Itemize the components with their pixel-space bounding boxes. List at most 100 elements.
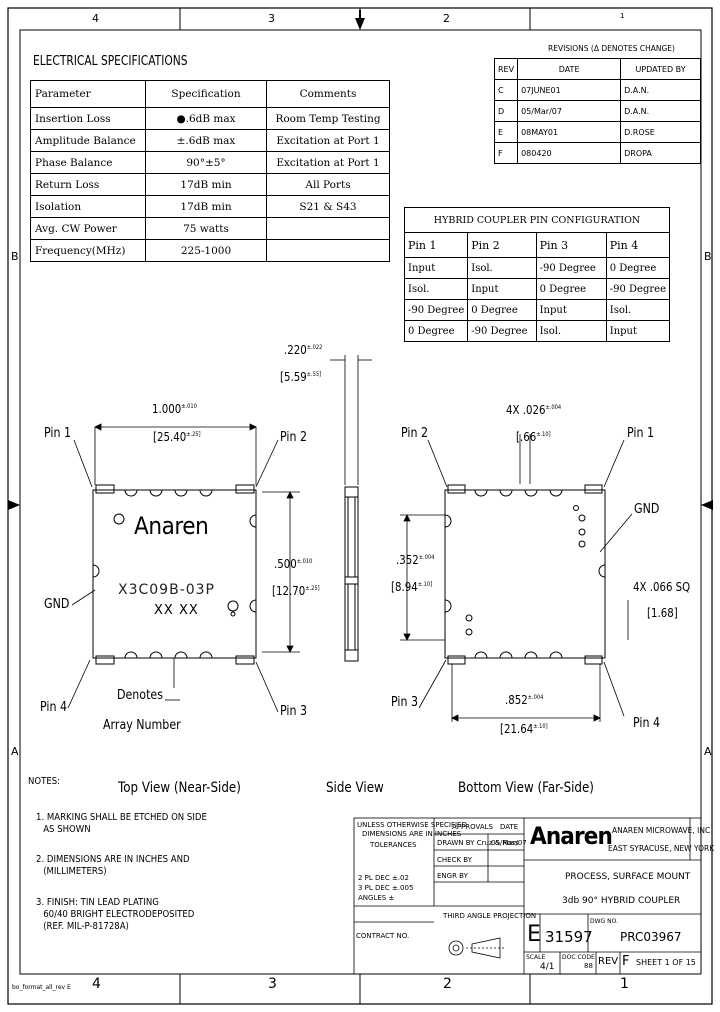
spec-cell: 90°±5° xyxy=(145,151,267,174)
tb-check: CHECK BY xyxy=(437,856,472,864)
top-height-dim-mm: [12.70±.25] xyxy=(272,584,320,598)
pin-cell: -90 Degree xyxy=(605,278,671,300)
dim-value: [5.59 xyxy=(280,370,307,384)
tb-drawn-label: DRAWN BY xyxy=(437,839,475,847)
side-thickness-dim-mm: [5.59±.55] xyxy=(280,370,321,384)
rev-header: UPDATED BY xyxy=(620,58,701,80)
pad-square-dim-mm: [1.68] xyxy=(647,606,678,620)
side-view-caption: Side View xyxy=(326,780,384,796)
rev-cell: D.ROSE xyxy=(620,121,701,143)
dim-tol: ±.10] xyxy=(417,581,433,588)
tb-tol-3: 3 PL DEC ±.005 xyxy=(358,884,414,892)
spec-header: Comments xyxy=(266,80,390,108)
denotes-label: Denotes xyxy=(117,688,163,703)
top-height-dim: .500±.010 xyxy=(274,557,312,571)
spec-cell: ±.6dB max xyxy=(145,129,267,152)
span-dim-mm: [21.64±.10] xyxy=(500,722,548,736)
tb-tol-2: 2 PL DEC ±.02 xyxy=(358,874,409,882)
tb-unless: UNLESS OTHERWISE SPECIFIED xyxy=(357,821,467,829)
dim-value: [.66 xyxy=(516,430,537,444)
spec-cell: Excitation at Port 1 xyxy=(266,151,390,174)
note-line: (MILLIMETERS) xyxy=(43,866,107,877)
rev-cell: D xyxy=(493,100,519,122)
top-array-marking: XX XX xyxy=(154,603,199,618)
pin-cell: Input xyxy=(535,299,607,321)
dim-value: [21.64 xyxy=(500,722,534,736)
spec-header-row: Parameter Specification Comments xyxy=(30,80,390,108)
rev-cell: 08MAY01 xyxy=(517,121,622,143)
rev-cell: 07JUNE01 xyxy=(517,79,622,101)
zone-top-3: 3 xyxy=(268,12,275,25)
side-thickness-dim: .220±.022 xyxy=(284,343,322,357)
zone-left-b: B xyxy=(11,250,19,263)
spec-cell: 17dB min xyxy=(145,173,267,196)
center-arrow-top xyxy=(355,10,365,30)
note-line: AS SHOWN xyxy=(43,824,91,835)
bottom-pin3-label: Pin 3 xyxy=(391,695,419,710)
note-line: 60/40 BRIGHT ELECTRODEPOSITED xyxy=(43,909,195,920)
spec-cell: S21 & S43 xyxy=(266,195,390,218)
top-gnd-label: GND xyxy=(44,597,70,612)
pin-cell: 0 Degree xyxy=(403,320,469,342)
center-arrow-right xyxy=(701,500,713,510)
pin-cell: -90 Degree xyxy=(467,320,537,342)
span-dim: .852±.004 xyxy=(505,693,543,707)
pin-cell: 0 Degree xyxy=(535,278,607,300)
spec-cell: Room Temp Testing xyxy=(266,107,390,130)
third-angle-projection-symbol xyxy=(448,937,504,959)
bottom-pin1-label: Pin 1 xyxy=(627,426,655,441)
pad-square-dim: 4X .066 SQ xyxy=(633,580,691,594)
pin-header: Pin 2 xyxy=(467,232,537,258)
tb-angles: ANGLES ± xyxy=(358,894,395,902)
bottom-pin2-label: Pin 2 xyxy=(401,426,429,441)
pin-header: Pin 3 xyxy=(535,232,607,258)
rev-header: DATE xyxy=(517,58,622,80)
top-logo: Anaren xyxy=(134,512,209,540)
pin-cell: Isol. xyxy=(605,299,671,321)
dim-tol: ±.010 xyxy=(181,403,197,410)
dim-tol: ±.010 xyxy=(296,558,313,565)
tb-dims-in: DIMENSIONS ARE IN INCHES xyxy=(362,830,462,838)
spec-cell: 225-1000 xyxy=(145,239,267,262)
pin-header: Pin 1 xyxy=(403,232,469,258)
tb-contract: CONTRACT NO. xyxy=(356,932,410,940)
zone-left-a: A xyxy=(11,745,19,758)
electrical-spec-title: ELECTRICAL SPECIFICATIONS xyxy=(33,54,188,69)
dim-tol: ±.10] xyxy=(533,723,548,730)
pin-cell: -90 Degree xyxy=(403,299,469,321)
spec-cell: Frequency(MHz) xyxy=(30,239,146,262)
spec-row: Frequency(MHz)225-1000 xyxy=(30,239,390,262)
zone-bottom-3: 3 xyxy=(268,976,277,992)
notes-title: NOTES: xyxy=(28,776,61,787)
tb-cage: 31597 xyxy=(545,928,593,946)
pin-header-row: Pin 1 Pin 2 Pin 3 Pin 4 xyxy=(403,232,671,258)
dim-value: [12.70 xyxy=(272,584,306,598)
spec-cell: Avg. CW Power xyxy=(30,217,146,240)
bottom-pin4-label: Pin 4 xyxy=(633,716,661,731)
spec-cell: All Ports xyxy=(266,173,390,196)
array-number-label: Array Number xyxy=(103,718,181,733)
title-block-lines xyxy=(353,817,702,975)
bottom-gnd-label: GND xyxy=(634,502,660,517)
dim-value: [8.94 xyxy=(391,580,418,594)
tb-size: E xyxy=(527,922,541,947)
tb-drawn-value: Cruz & Ross xyxy=(476,839,519,847)
top-part-number: X3C09B-03P xyxy=(118,582,216,598)
tb-approvals: APPROVALS xyxy=(452,823,493,831)
pin-header: Pin 4 xyxy=(605,232,671,258)
footer-format: bo_format_all_rev E xyxy=(12,984,71,991)
note-2: 2. DIMENSIONS ARE IN INCHES AND (MILLIME… xyxy=(36,854,190,878)
zone-top-4: 4 xyxy=(92,12,99,25)
note-1: 1. MARKING SHALL BE ETCHED ON SIDE AS SH… xyxy=(36,812,207,836)
dim-tol: ±.25] xyxy=(186,431,201,438)
